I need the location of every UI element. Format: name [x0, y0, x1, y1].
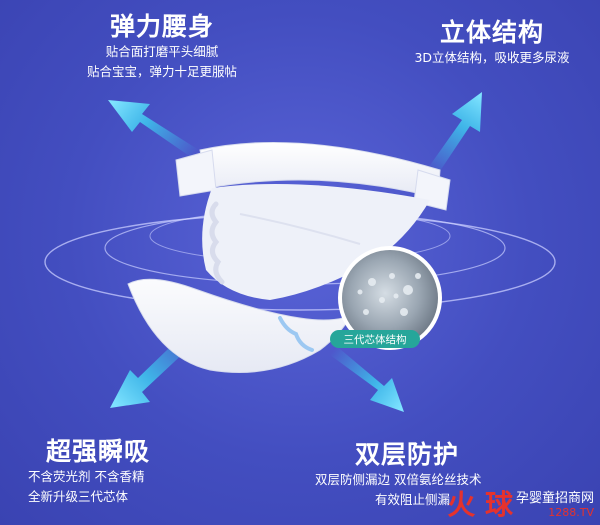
feature-title: 双层防护: [355, 440, 460, 469]
watermark: 火 球 孕婴童招商网 1288.TV: [447, 491, 594, 519]
feature-fast-absorption: 超强瞬吸 不含荧光剂 不含香精 全新升级三代芯体: [28, 437, 228, 507]
feature-description-line: 3D立体结构，吸收更多尿液: [414, 50, 570, 65]
core-texture: [342, 250, 438, 346]
arrow-top-right-icon: [428, 92, 482, 174]
feature-title: 弹力腰身: [109, 12, 214, 41]
watermark-site-name: 孕婴童招商网: [515, 491, 594, 506]
core-magnifier: 三代芯体结构: [330, 246, 442, 350]
feature-title: 超强瞬吸: [46, 437, 151, 466]
feature-double-protection: 双层防护 双层防侧漏边 双倍氨纶丝技术 有效阻止侧漏: [315, 440, 545, 510]
feature-elastic-waist: 弹力腰身 贴合面打磨平头细腻 贴合宝宝，弹力十足更服帖: [62, 12, 262, 82]
feature-description-line: 贴合面打磨平头细腻: [105, 44, 219, 59]
diaper-body: [127, 142, 451, 373]
core-label: 三代芯体结构: [344, 333, 407, 346]
watermark-logo: 火 球: [447, 488, 513, 521]
feature-description-line: 不含荧光剂 不含香精: [28, 469, 145, 484]
arrow-top-left-icon: [108, 100, 202, 162]
feature-description-line: 双层防侧漏边 双倍氨纶丝技术: [315, 472, 482, 487]
feature-description-line: 贴合宝宝，弹力十足更服帖: [86, 64, 237, 79]
feature-title: 立体结构: [439, 18, 544, 47]
watermark-url: 1288.TV: [548, 506, 594, 519]
watermark-text: 孕婴童招商网 1288.TV: [516, 491, 594, 519]
feature-3d-structure: 立体结构 3D立体结构，吸收更多尿液: [392, 18, 592, 68]
feature-description-line: 全新升级三代芯体: [28, 489, 129, 504]
arrow-bottom-right-icon: [326, 344, 404, 412]
core-label-badge: [330, 330, 420, 348]
feature-description-line: 有效阻止侧漏: [375, 492, 451, 507]
